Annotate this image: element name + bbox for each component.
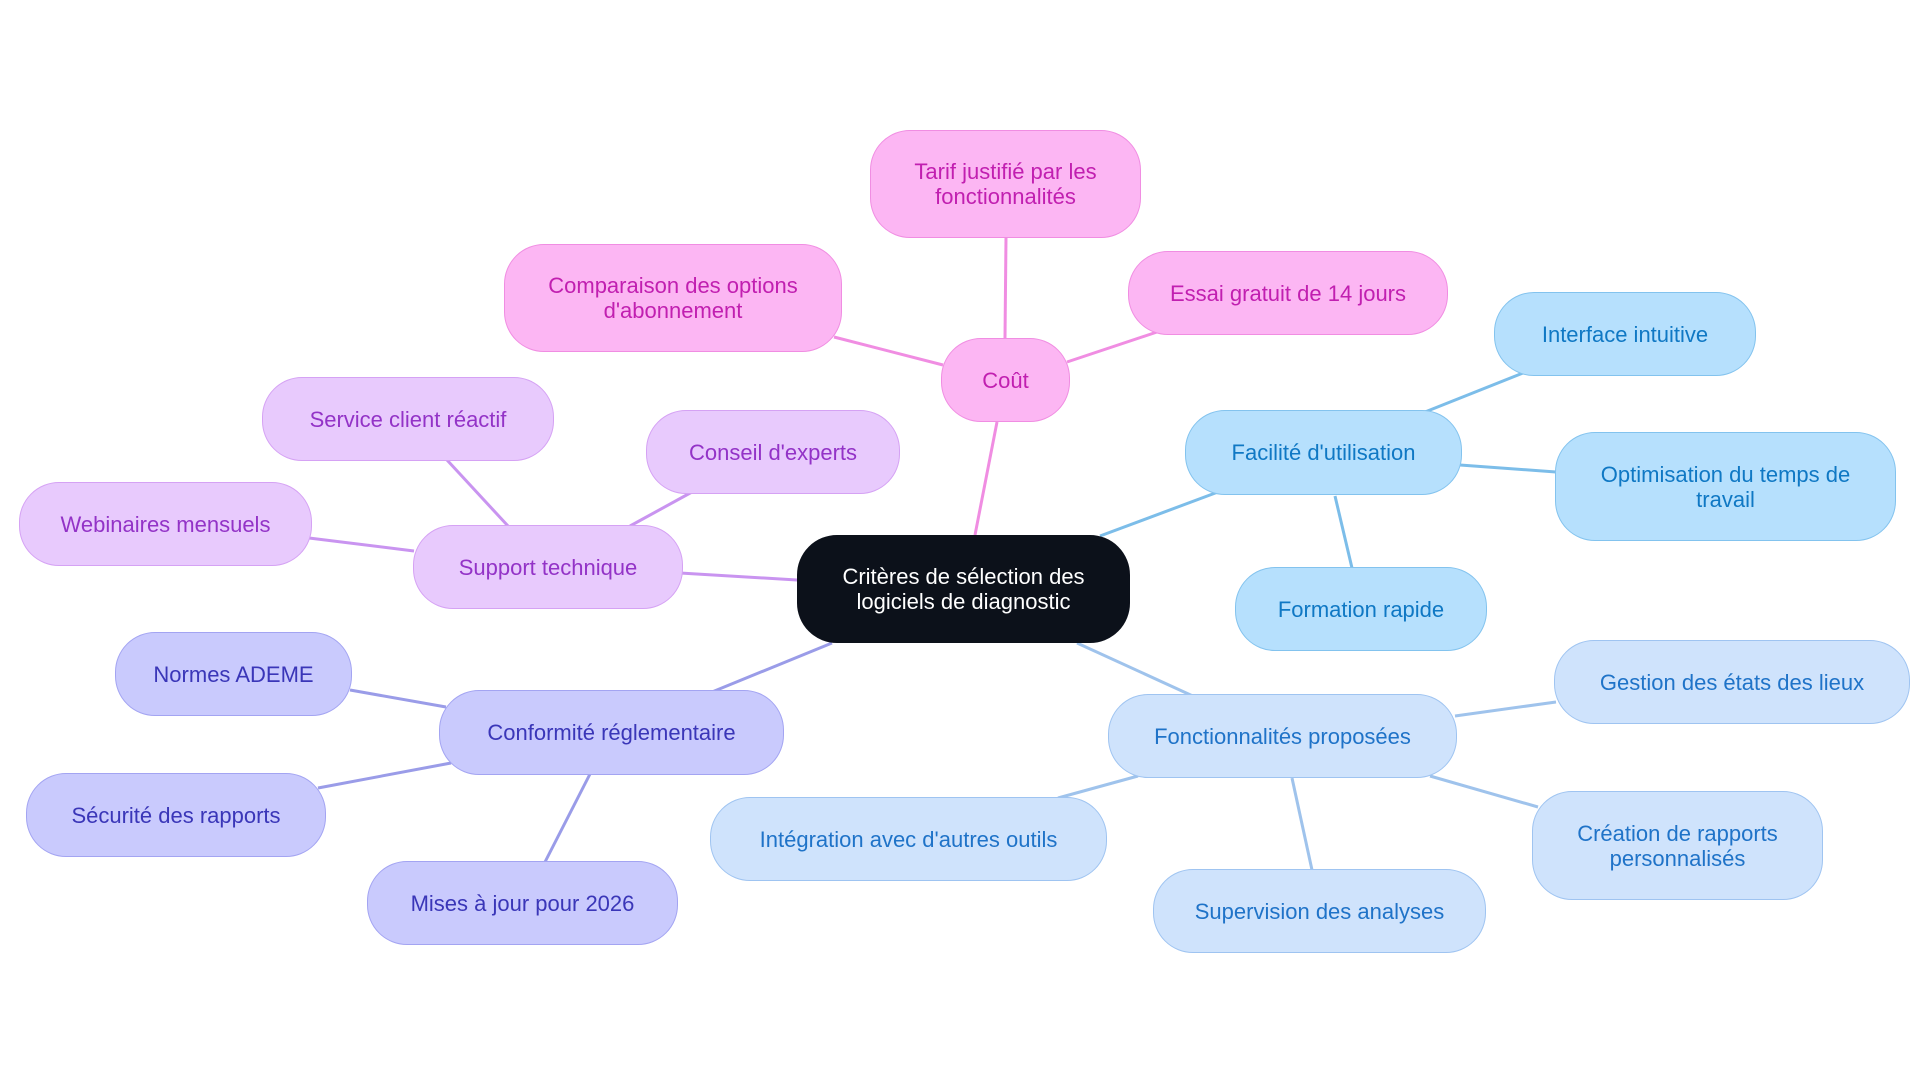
branch-support-label: Support technique bbox=[458, 554, 638, 580]
leaf-comparaison-options[interactable]: Comparaison des options d'abonnement bbox=[504, 244, 842, 352]
edge-fonc-supervision bbox=[1290, 777, 1314, 871]
edge-facil-interface bbox=[1424, 371, 1524, 414]
leaf-label: Sécurité des rapports bbox=[71, 802, 281, 828]
leaf-label: Service client réactif bbox=[309, 406, 507, 432]
leaf-optimisation-temps[interactable]: Optimisation du temps de travail bbox=[1555, 432, 1896, 541]
edge-facil-optimisation bbox=[1459, 463, 1557, 474]
leaf-label: Supervision des analyses bbox=[1194, 898, 1445, 924]
leaf-label: Interface intuitive bbox=[1541, 321, 1709, 347]
edge-cout-essai bbox=[1066, 330, 1158, 364]
branch-cout-label: Coût bbox=[982, 367, 1029, 393]
leaf-label: Optimisation du temps de travail bbox=[1600, 461, 1851, 512]
leaf-service-client[interactable]: Service client réactif bbox=[262, 377, 554, 461]
edge-cout-tarif bbox=[1003, 236, 1008, 339]
leaf-webinaires[interactable]: Webinaires mensuels bbox=[19, 482, 312, 566]
leaf-label: Essai gratuit de 14 jours bbox=[1169, 280, 1407, 306]
edge-cout-comparaison bbox=[833, 335, 944, 367]
edge-fonc-gestion bbox=[1454, 700, 1557, 718]
leaf-normes-ademe[interactable]: Normes ADEME bbox=[115, 632, 352, 716]
branch-cout[interactable]: Coût bbox=[941, 338, 1070, 422]
branch-fonctionnalites-label: Fonctionnalités proposées bbox=[1154, 723, 1411, 749]
leaf-label: Normes ADEME bbox=[153, 661, 314, 687]
branch-conformite[interactable]: Conformité réglementaire bbox=[439, 690, 784, 775]
leaf-label: Création de rapports personnalisés bbox=[1577, 820, 1778, 871]
leaf-tarif-justifie[interactable]: Tarif justifié par les fonctionnalités bbox=[870, 130, 1141, 238]
leaf-label: Conseil d'experts bbox=[688, 439, 858, 465]
root-label: Critères de sélection des logiciels de d… bbox=[842, 564, 1085, 614]
leaf-label: Tarif justifié par les fonctionnalités bbox=[914, 159, 1097, 209]
leaf-label: Comparaison des options d'abonnement bbox=[548, 273, 798, 323]
leaf-creation-rapports[interactable]: Création de rapports personnalisés bbox=[1532, 791, 1823, 900]
leaf-essai-gratuit[interactable]: Essai gratuit de 14 jours bbox=[1128, 251, 1448, 335]
branch-fonctionnalites[interactable]: Fonctionnalités proposées bbox=[1108, 694, 1457, 778]
leaf-securite-rapports[interactable]: Sécurité des rapports bbox=[26, 773, 326, 857]
leaf-conseil-experts[interactable]: Conseil d'experts bbox=[646, 410, 900, 494]
edge-conf-mises bbox=[543, 773, 592, 863]
edge-support-conseil bbox=[629, 490, 693, 528]
branch-facilite[interactable]: Facilité d'utilisation bbox=[1185, 410, 1462, 495]
edge-root-fonctionnalites bbox=[1076, 641, 1196, 699]
branch-facilite-label: Facilité d'utilisation bbox=[1231, 440, 1416, 465]
leaf-formation-rapide[interactable]: Formation rapide bbox=[1235, 567, 1487, 651]
edge-fonc-creation bbox=[1429, 774, 1539, 809]
root-node[interactable]: Critères de sélection des logiciels de d… bbox=[797, 535, 1130, 643]
leaf-label: Intégration avec d'autres outils bbox=[759, 826, 1058, 852]
edge-support-webinaires bbox=[308, 536, 415, 553]
leaf-integration-outils[interactable]: Intégration avec d'autres outils bbox=[710, 797, 1107, 881]
edge-facil-formation bbox=[1333, 495, 1354, 569]
edge-fonc-integration bbox=[1057, 774, 1139, 800]
edge-support-service bbox=[445, 458, 510, 528]
leaf-mises-a-jour[interactable]: Mises à jour pour 2026 bbox=[367, 861, 678, 945]
leaf-interface-intuitive[interactable]: Interface intuitive bbox=[1494, 292, 1756, 376]
branch-conformite-label: Conformité réglementaire bbox=[487, 720, 736, 745]
leaf-gestion-etats-lieux[interactable]: Gestion des états des lieux bbox=[1554, 640, 1910, 724]
leaf-supervision-analyses[interactable]: Supervision des analyses bbox=[1153, 869, 1486, 953]
branch-support-technique[interactable]: Support technique bbox=[413, 525, 683, 609]
edge-root-facilite bbox=[1099, 490, 1219, 538]
leaf-label: Formation rapide bbox=[1277, 596, 1445, 622]
leaf-label: Gestion des états des lieux bbox=[1599, 669, 1865, 695]
leaf-label: Webinaires mensuels bbox=[60, 511, 271, 537]
edge-root-support bbox=[679, 571, 798, 582]
leaf-label: Mises à jour pour 2026 bbox=[410, 890, 635, 916]
edge-root-conformite bbox=[711, 641, 833, 694]
edge-conf-securite bbox=[317, 761, 452, 790]
edge-conf-normes bbox=[349, 688, 447, 709]
edge-root-cout bbox=[973, 421, 999, 536]
